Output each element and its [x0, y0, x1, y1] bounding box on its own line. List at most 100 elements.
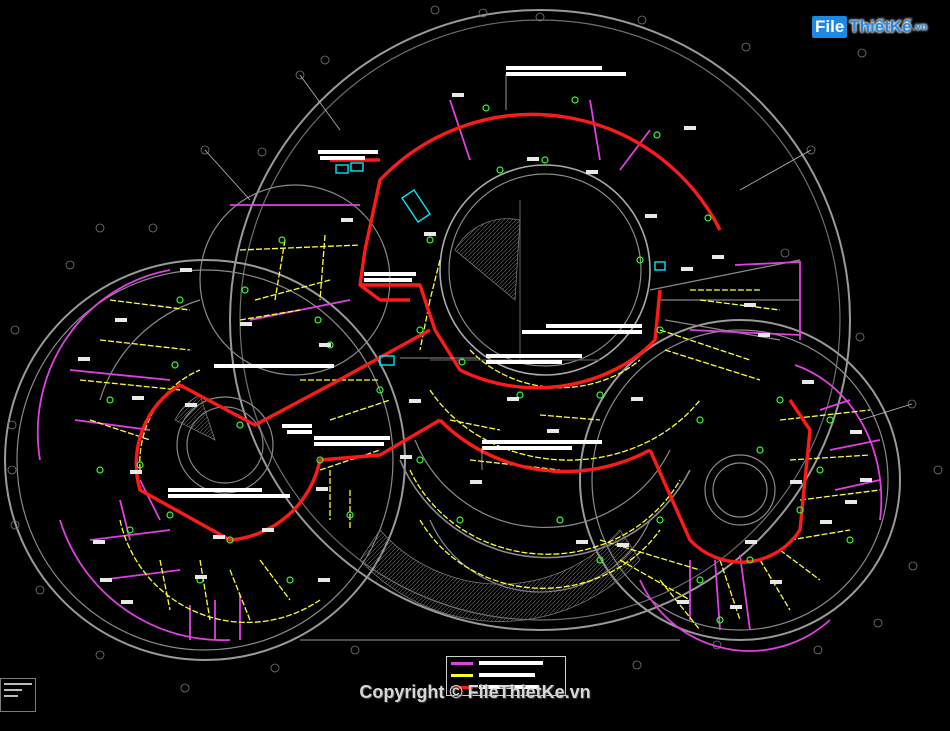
fixture-marker: [126, 526, 134, 534]
fixture-marker: [571, 96, 579, 104]
fixture-marker: [796, 506, 804, 514]
label-bars: [168, 66, 642, 498]
tag-marker: [770, 580, 782, 584]
fixture-marker: [166, 511, 174, 519]
main-route: [134, 112, 812, 564]
fixture-marker: [696, 416, 704, 424]
fixture-marker: [482, 104, 490, 112]
fixture-marker: [556, 516, 564, 524]
tag-marker: [712, 255, 724, 259]
fixture-marker: [286, 576, 294, 584]
tag-marker: [527, 157, 539, 161]
tag-marker: [409, 399, 421, 403]
filethietke-logo-icon: File ThiếtKế .vn: [812, 14, 927, 40]
tag-marker: [213, 535, 225, 539]
fixture-marker: [776, 396, 784, 404]
fixture-marker: [456, 516, 464, 524]
tag-marker: [424, 232, 436, 236]
fixture-marker: [236, 421, 244, 429]
fixture-marker: [541, 156, 549, 164]
tag-marker: [115, 318, 127, 322]
tag-marker: [677, 600, 689, 604]
tag-marker: [507, 397, 519, 401]
tag-marker: [318, 578, 330, 582]
tag-marker: [341, 218, 353, 222]
perimeter-markers: [7, 5, 943, 693]
tag-marker: [470, 480, 482, 484]
tag-marker: [400, 455, 412, 459]
logo-text: ThiếtKế: [849, 17, 912, 36]
tag-marker: [850, 430, 862, 434]
tag-marker: [681, 267, 693, 271]
fixture-marker: [171, 361, 179, 369]
fixtures: [96, 96, 854, 624]
fixture-marker: [96, 466, 104, 474]
tag-marker: [262, 528, 274, 532]
tag-marker: [730, 605, 742, 609]
tag-marker: [684, 126, 696, 130]
tag-marker: [758, 333, 770, 337]
branch-routes: [79, 234, 881, 631]
fixture-marker: [136, 461, 144, 469]
tag-marker: [185, 403, 197, 407]
tag-marker: [586, 170, 598, 174]
tag-marker: [93, 540, 105, 544]
fixture-marker: [596, 556, 604, 564]
tag-marker: [130, 470, 142, 474]
tag-marker: [132, 396, 144, 400]
title-block: [0, 678, 36, 712]
tag-marker: [100, 578, 112, 582]
logo-suffix: .vn: [912, 21, 928, 33]
fixture-marker: [636, 256, 644, 264]
fixture-marker: [458, 358, 466, 366]
fixture-marker: [241, 286, 249, 294]
legend-row-branch: [447, 669, 565, 681]
hatched-areas: [174, 218, 641, 622]
zone-lines: [36, 99, 883, 652]
tag-marker: [802, 380, 814, 384]
fixture-marker: [596, 391, 604, 399]
tag-marker: [180, 268, 192, 272]
fixture-marker: [314, 316, 322, 324]
tag-marker: [820, 520, 832, 524]
tag-marker: [617, 543, 629, 547]
fixture-marker: [376, 386, 384, 394]
small-tags: [78, 93, 872, 609]
fixture-marker: [278, 236, 286, 244]
tag-marker: [240, 322, 252, 326]
fixture-marker: [496, 166, 504, 174]
cyan-accents: [335, 162, 666, 366]
fixture-marker: [716, 616, 724, 624]
leader-lines: [204, 74, 913, 470]
fixture-marker: [416, 456, 424, 464]
fixture-marker: [756, 446, 764, 454]
fixture-marker: [106, 396, 114, 404]
fixture-marker: [346, 511, 354, 519]
tag-marker: [745, 540, 757, 544]
fixture-marker: [846, 536, 854, 544]
logo-box: File: [812, 16, 848, 38]
copyright-watermark: Copyright © FileThietKe.vn: [359, 682, 591, 702]
tag-marker: [631, 397, 643, 401]
fixture-marker: [653, 131, 661, 139]
legend-row-main: [447, 681, 565, 693]
fixture-marker: [746, 556, 754, 564]
tag-marker: [645, 214, 657, 218]
fixture-marker: [656, 516, 664, 524]
tag-marker: [316, 487, 328, 491]
fixture-marker: [704, 214, 712, 222]
fixture-marker: [426, 236, 434, 244]
tag-marker: [547, 429, 559, 433]
fixture-marker: [516, 391, 524, 399]
tag-marker: [121, 600, 133, 604]
fixture-marker: [416, 326, 424, 334]
tag-marker: [845, 500, 857, 504]
tag-marker: [319, 343, 331, 347]
tag-marker: [195, 575, 207, 579]
fixture-marker: [176, 296, 184, 304]
fixture-marker: [696, 576, 704, 584]
tag-marker: [78, 357, 90, 361]
legend-row-zone: [447, 657, 565, 669]
fixture-marker: [826, 416, 834, 424]
fixture-marker: [316, 456, 324, 464]
